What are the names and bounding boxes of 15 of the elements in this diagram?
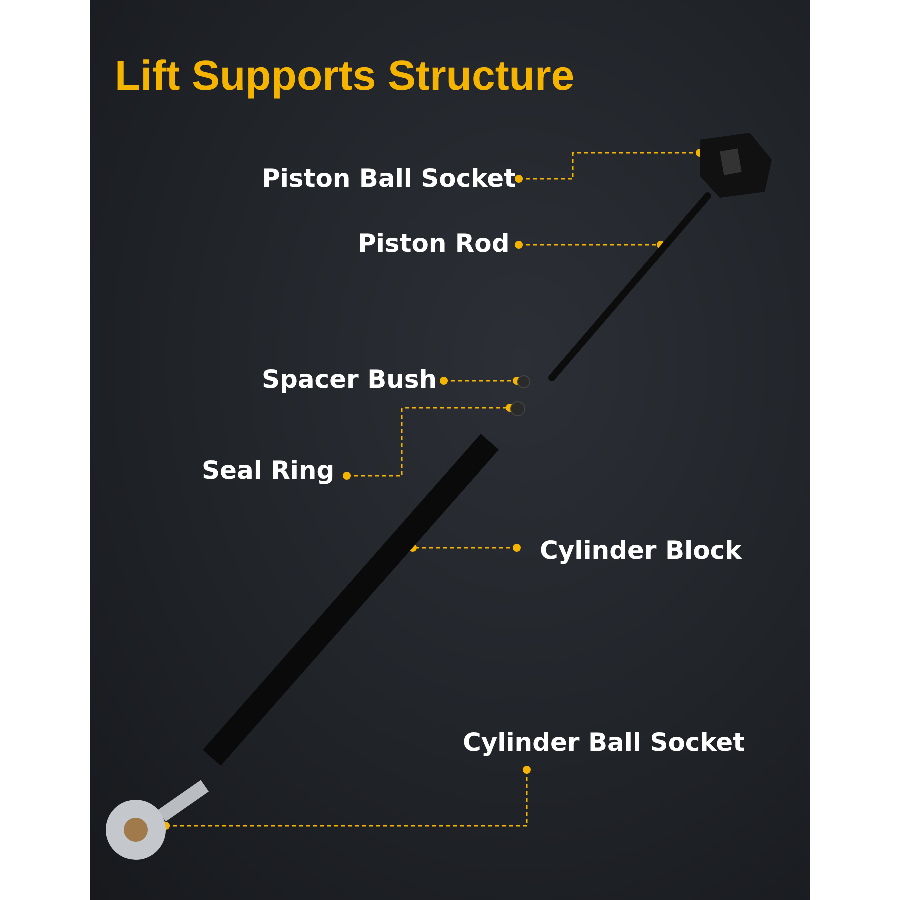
leader-line [515,241,665,249]
part-label: Seal Ring [202,456,335,486]
part-label: Cylinder Block [540,536,742,566]
piston-rod-drawing [548,192,712,382]
title: Lift Supports Structure [115,52,575,100]
part-label: Spacer Bush [262,365,438,395]
rod-end-drawing [106,780,209,860]
part-label: Piston Ball Socket [262,164,516,194]
seal-ring-drawing [510,402,526,416]
leader-line [343,404,514,480]
leader-line [440,377,521,385]
part-label: Piston Rod [358,229,510,259]
ball-socket-drawing [700,133,772,198]
part-label: Cylinder Ball Socket [463,728,746,758]
leader-line [409,544,521,552]
